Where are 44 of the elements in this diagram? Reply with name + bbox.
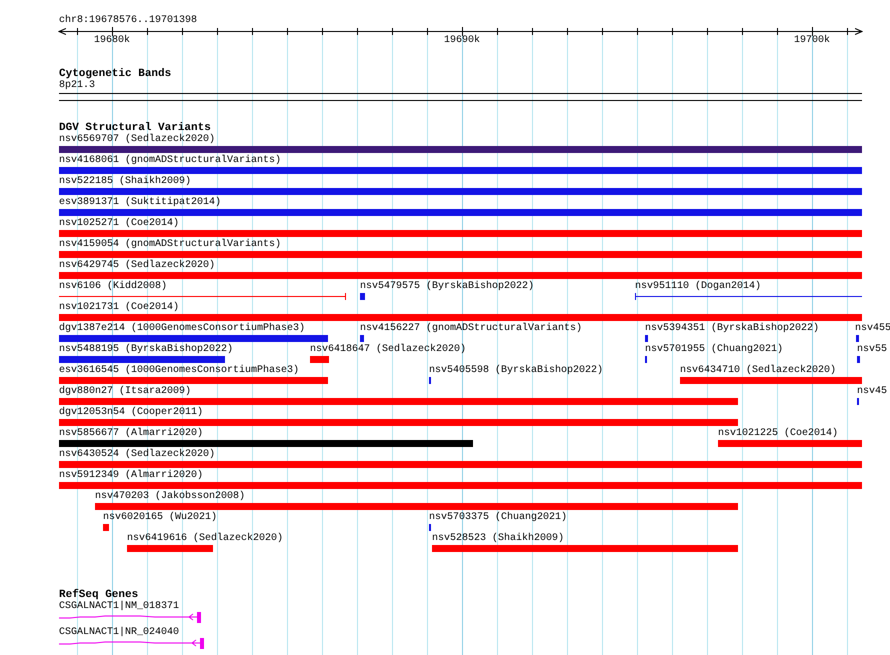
feature-label: nsv5856677 (Almarri2020) [59, 428, 204, 440]
feature-label: nsv5479575 (ByrskaBishop2022) [360, 281, 534, 293]
feature-label: dgv1387e214 (1000GenomesConsortiumPhase3) [59, 323, 306, 335]
feature-label: dgv880n27 (Itsara2009) [59, 386, 192, 398]
feature-label: nsv6419616 (Sedlazeck2020) [127, 533, 284, 545]
feature-label: nsv1021225 (Coe2014) [718, 428, 838, 440]
feature-label: nsv522185 (Shaikh2009) [59, 176, 192, 188]
coordinate-label: chr8:19678576..19701398 [59, 15, 198, 27]
feature-label: nsv5703375 (Chuang2021) [429, 512, 568, 524]
track-title: RefSeq Genes [59, 589, 138, 601]
feature-label: nsv5912349 (Almarri2020) [59, 470, 204, 482]
track-title: DGV Structural Variants [59, 122, 211, 134]
feature-label: nsv951110 (Dogan2014) [635, 281, 762, 293]
feature-label: nsv470203 (Jakobsson2008) [95, 491, 246, 503]
feature-label: nsv528523 (Shaikh2009) [432, 533, 564, 545]
feature-label: nsv5488195 (ByrskaBishop2022) [59, 344, 234, 356]
feature-label: nsv6430524 (Sedlazeck2020) [59, 449, 216, 461]
gene-label: CSGALNACT1|NR_024040 [59, 627, 180, 639]
feature-label: nsv6429745 (Sedlazeck2020) [59, 260, 216, 272]
tick-label: 19690k [444, 35, 480, 47]
feature-label: nsv1025271 (Coe2014) [59, 218, 180, 230]
feature-label: nsv5701955 (Chuang2021) [645, 344, 784, 356]
feature-label: esv3616545 (1000GenomesConsortiumPhase3) [59, 365, 300, 377]
tick-label: 19700k [794, 35, 830, 47]
feature-label: nsv6434710 (Sedlazeck2020) [680, 365, 836, 377]
feature-label: nsv6569707 (Sedlazeck2020) [59, 134, 216, 146]
feature-label: nsv455 [855, 323, 890, 335]
feature-label: nsv55 [857, 344, 888, 356]
feature-label: esv3891371 (Suktitipat2014) [59, 197, 222, 209]
feature-label: nsv5394351 (ByrskaBishop2022) [645, 323, 820, 335]
track-title: Cytogenetic Bands [59, 68, 172, 80]
feature-label: nsv1021731 (Coe2014) [59, 302, 180, 314]
feature-label: nsv4156227 (gnomADStructuralVariants) [360, 323, 582, 335]
feature-label: nsv45 [857, 386, 888, 398]
feature-label: nsv5405598 (ByrskaBishop2022) [429, 365, 604, 377]
feature-label: nsv4159054 (gnomADStructuralVariants) [59, 239, 282, 251]
feature-label: nsv6106 (Kidd2008) [59, 281, 168, 293]
tick-label: 19680k [94, 35, 130, 47]
feature-label: nsv4168061 (gnomADStructuralVariants) [59, 155, 282, 167]
gene-label: CSGALNACT1|NM_018371 [59, 601, 180, 613]
feature-label: nsv6020165 (Wu2021) [103, 512, 218, 524]
feature-label: nsv6418647 (Sedlazeck2020) [310, 344, 466, 356]
feature-label: dgv12053n54 (Cooper2011) [59, 407, 204, 419]
band-label: 8p21.3 [59, 80, 96, 92]
